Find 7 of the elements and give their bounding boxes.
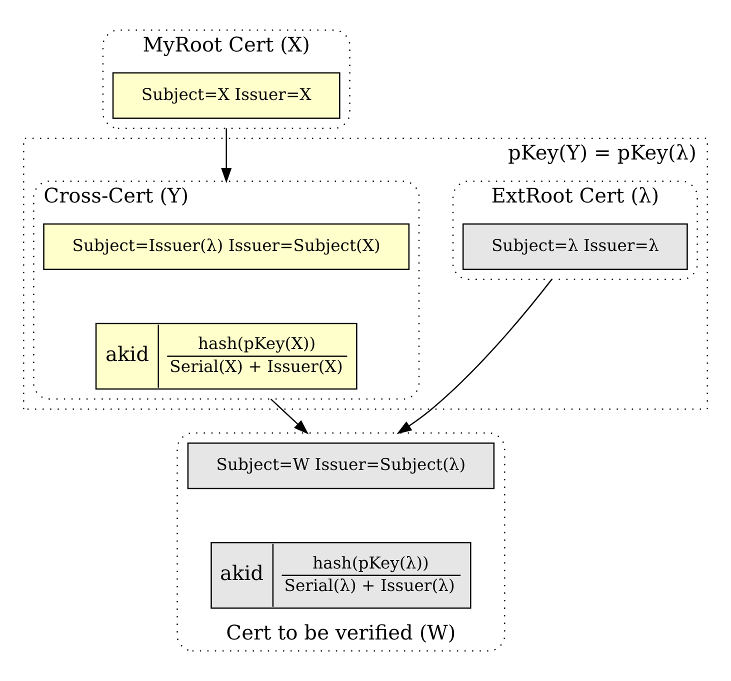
node-box: Subject=Issuer(λ) Issuer=Subject(X) [43,223,410,270]
node-box: Subject=W Issuer=Subject(λ) [187,442,495,490]
node-box: Subject=λ Issuer=λ [462,223,688,270]
arrow [270,398,309,434]
arrow [396,279,552,434]
arrow [221,128,232,184]
node-box: Subject=X Issuer=X [112,72,340,119]
